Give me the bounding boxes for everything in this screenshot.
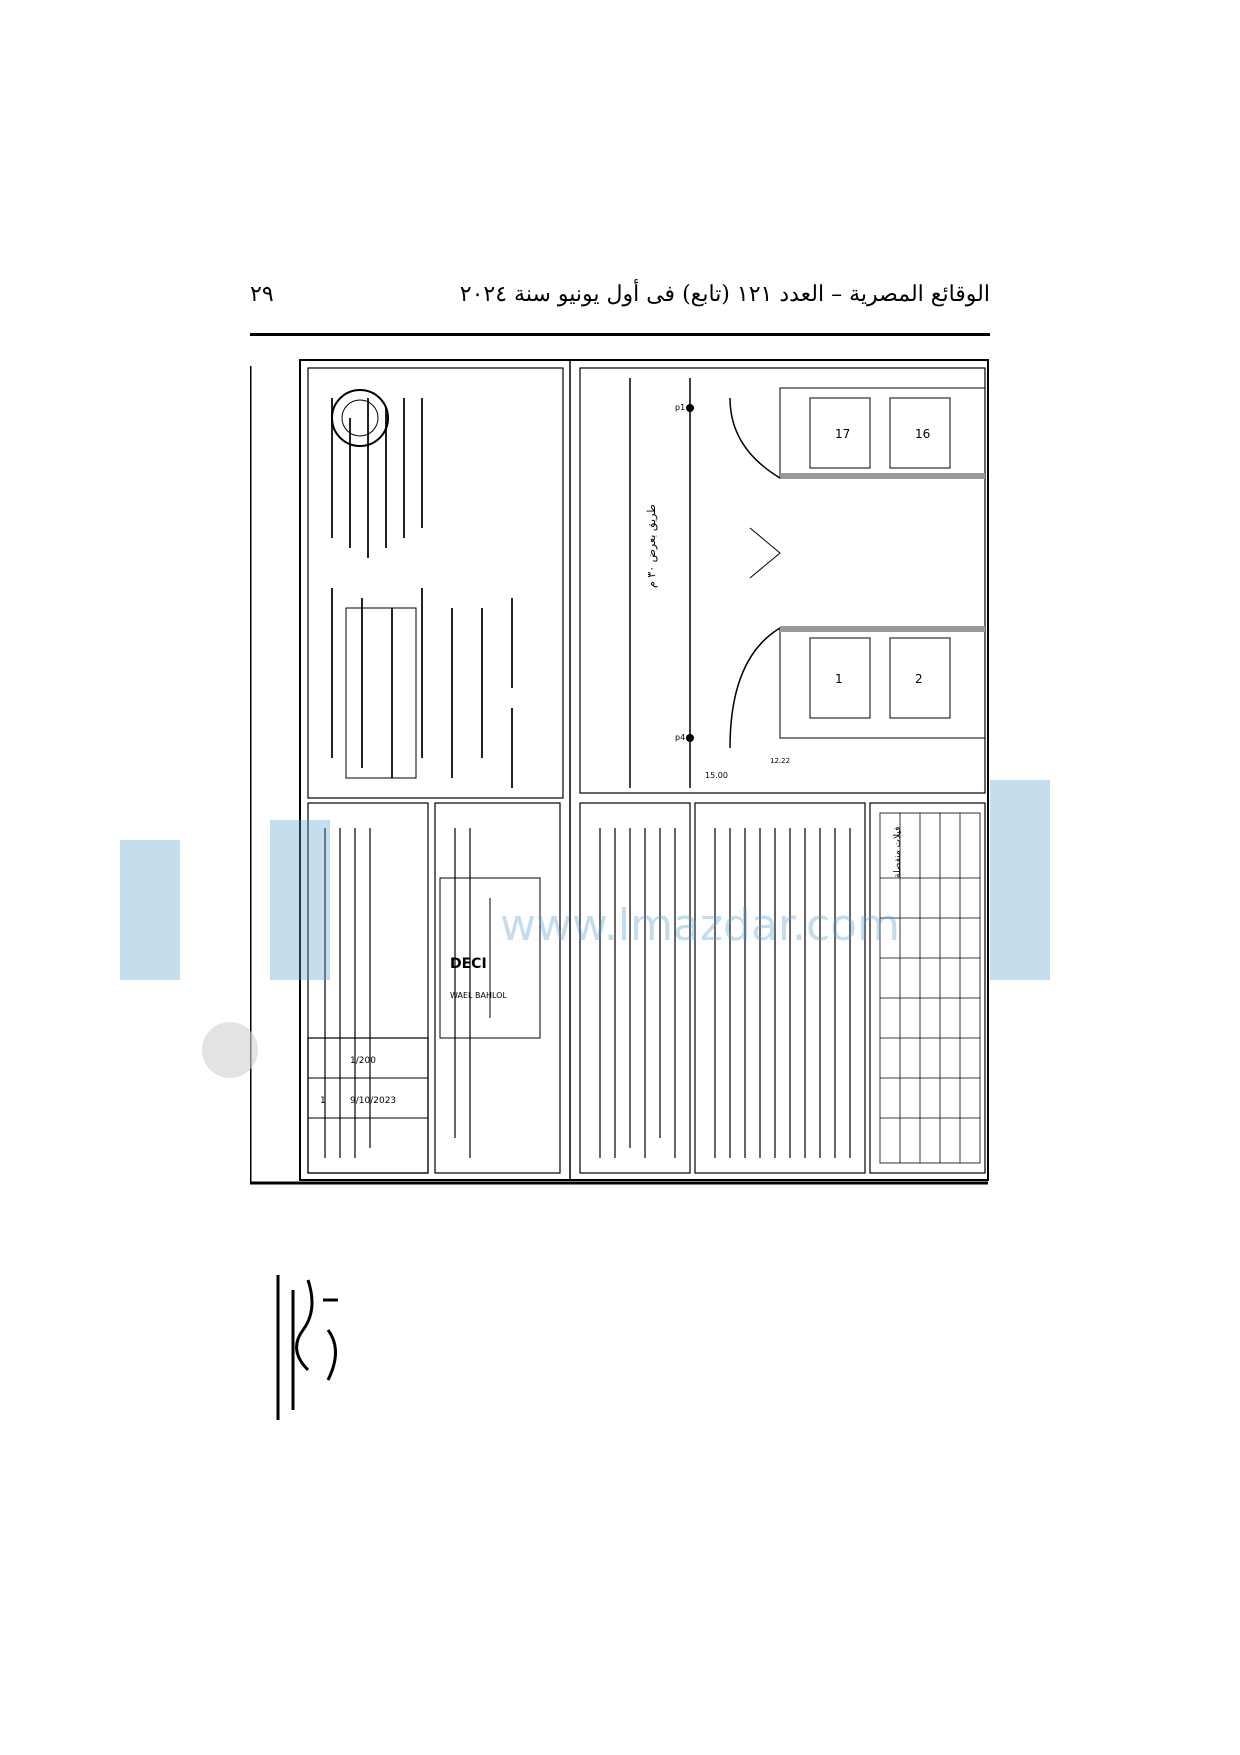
page-number: ٢٩ bbox=[250, 282, 274, 307]
handwritten-signature bbox=[276, 1275, 338, 1420]
sheet-number: 1 bbox=[320, 1096, 326, 1106]
plan-date: 9/10/2023 bbox=[350, 1096, 396, 1106]
header-rule bbox=[250, 333, 990, 336]
point-p4: p4 bbox=[675, 733, 685, 742]
page-header: الوقائع المصرية – العدد ١٢١ (تابع) فى أو… bbox=[250, 282, 990, 322]
dimension-15: 15.00 bbox=[705, 771, 728, 780]
point-p1: p1 bbox=[675, 403, 685, 412]
plot-number: 2 bbox=[915, 672, 923, 686]
publication-title: الوقائع المصرية – العدد ١٢١ (تابع) فى أو… bbox=[459, 282, 990, 307]
land-use-table-title: فيلات منفصلة bbox=[893, 827, 903, 878]
plan-scale: 1/200 bbox=[350, 1056, 376, 1066]
office-logo: DECI bbox=[450, 956, 487, 972]
scanned-plan-sheet: 1/200 9/10/2023 1 DECI WAEL BAHLOL طريق … bbox=[250, 358, 990, 1278]
office-name: WAEL BAHLOL bbox=[450, 991, 507, 1000]
plot-number: 1 bbox=[835, 672, 843, 686]
road-label: طريق بعرض ٣٠ م bbox=[645, 504, 659, 588]
dimension-1222: 12.22 bbox=[770, 757, 790, 765]
plot-number: 16 bbox=[915, 427, 930, 441]
plot-number: 17 bbox=[835, 427, 850, 441]
